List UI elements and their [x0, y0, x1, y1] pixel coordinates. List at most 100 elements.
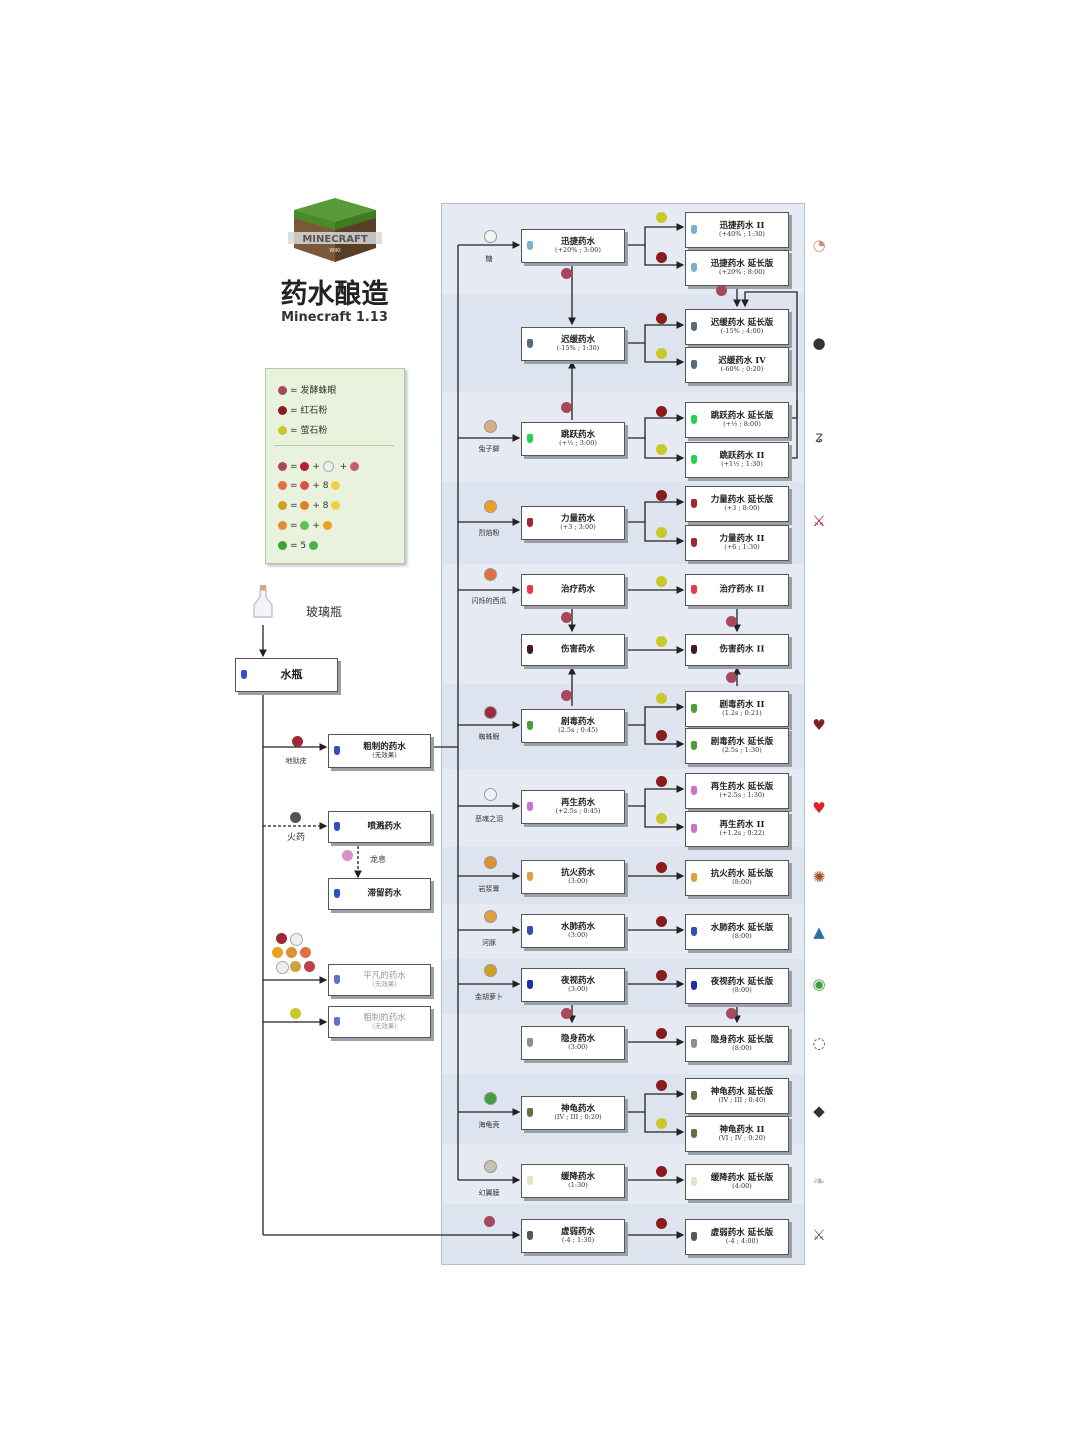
potion-box-regenL[interactable]: 再生药水 延长版(+2.5s ; 1:30) — [685, 773, 789, 809]
redstone-icon — [656, 862, 667, 873]
potion-box-turtle2[interactable]: 神龟药水 II(VI ; IV ; 0:20) — [685, 1116, 789, 1152]
potion-box-harm2[interactable]: 伤害药水 II — [685, 634, 789, 666]
feather-icon: ❧ — [812, 1172, 826, 1190]
potion-desc: (+½ ; 8:00) — [723, 420, 761, 429]
potion-box-invisL[interactable]: 隐身药水 延长版(8:00) — [685, 1026, 789, 1062]
box-text: 治疗药水 II — [700, 584, 784, 595]
potion-box-regen2[interactable]: 再生药水 II(+1.2s ; 0:22) — [685, 811, 789, 847]
redstone-icon — [656, 1218, 667, 1229]
potion-box-fireL[interactable]: 抗火药水 延长版(8:00) — [685, 860, 789, 896]
potion-box-swift2[interactable]: 迅捷药水 II(+40% ; 1:30) — [685, 212, 789, 248]
fermented-eye-icon — [716, 285, 727, 296]
potion-name: 剧毒药水 — [560, 717, 595, 728]
potion-box-slowL[interactable]: 迟缓药水 延长版(-15% ; 4:00) — [685, 309, 789, 345]
potion-name: 神龟药水 延长版 — [710, 1087, 774, 1098]
potion-box-turtle[interactable]: 神龟药水(IV ; III ; 0:20) — [521, 1096, 625, 1130]
potion-name: 再生药水 — [560, 798, 595, 809]
legend-box: = 发酵蛛眼 = 红石粉 = 萤石粉 = + + = + 8 = + 8 = +… — [265, 368, 405, 564]
potion-box-waterL[interactable]: 水肺药水 延长版(8:00) — [685, 914, 789, 950]
potion-box-leap[interactable]: 跳跃药水(+½ ; 3:00) — [521, 422, 625, 456]
legend-label: = 红石粉 — [290, 406, 328, 416]
potion-box-swiftL[interactable]: 迅捷药水 延长版(+20% ; 8:00) — [685, 250, 789, 286]
potion-box-swift[interactable]: 迅捷药水(+20% ; 3:00) — [521, 229, 625, 263]
potion-desc: (+3 ; 8:00) — [724, 504, 760, 513]
potion-box-fire[interactable]: 抗火药水(3:00) — [521, 860, 625, 894]
water-icon: ▲ — [813, 923, 825, 941]
box-text: 剧毒药水(2.5s ; 0:45) — [536, 718, 620, 734]
potion-box-invis[interactable]: 隐身药水(3:00) — [521, 1026, 625, 1060]
potion-name: 抗火药水 — [560, 868, 595, 879]
mundane-potion-box[interactable]: 平凡的药水(无效果) — [328, 964, 431, 996]
water-bottle-box[interactable]: 水瓶 — [235, 658, 338, 692]
potion-bottle-icon — [691, 322, 697, 331]
potion-box-str2[interactable]: 力量药水 II(+6 ; 1:30) — [685, 525, 789, 561]
potion-name: 虚弱药水 — [560, 1227, 595, 1238]
potion-bottle-icon — [691, 873, 697, 882]
potion-desc: (+3 ; 3:00) — [560, 523, 596, 532]
ingredient-dot — [290, 961, 301, 972]
potion-box-pois[interactable]: 剧毒药水(2.5s ; 0:45) — [521, 709, 625, 743]
potion-box-weakL[interactable]: 虚弱药水 延长版(-4 ; 4:00) — [685, 1219, 789, 1255]
golden-carrot-icon — [484, 964, 497, 977]
potion-desc: (+6 ; 1:30) — [724, 543, 760, 552]
potion-box-turtleL[interactable]: 神龟药水 延长版(IV ; III ; 0:40) — [685, 1078, 789, 1114]
potion-bottle-icon — [241, 670, 247, 679]
potion-box-regen[interactable]: 再生药水(+2.5s ; 0:45) — [521, 790, 625, 824]
potion-bottle-icon — [527, 434, 533, 443]
glowstone-icon — [656, 576, 667, 587]
potion-bottle-icon — [527, 872, 533, 881]
potion-box-nightL[interactable]: 夜视药水 延长版(8:00) — [685, 968, 789, 1004]
potion-name: 治疗药水 II — [719, 584, 765, 595]
potion-box-heal2[interactable]: 治疗药水 II — [685, 574, 789, 606]
fermented-eye-icon — [484, 1216, 495, 1227]
potion-bottle-icon — [334, 975, 340, 984]
box-text: 神龟药水 延长版(IV ; III ; 0:40) — [700, 1088, 784, 1104]
invisible-icon: ◌ — [812, 1034, 826, 1052]
potion-desc: (+1.2s ; 0:22) — [719, 829, 765, 838]
potion-box-pois2[interactable]: 剧毒药水 II(1.2s ; 0:21) — [685, 691, 789, 727]
potion-box-leapL[interactable]: 跳跃药水 延长版(+½ ; 8:00) — [685, 402, 789, 438]
potion-name: 粗制的药水 — [363, 1013, 406, 1024]
box-text: 伤害药水 — [536, 645, 620, 655]
potion-box-poisL[interactable]: 剧毒药水 延长版(2.5s ; 1:30) — [685, 728, 789, 764]
potion-box-leap2[interactable]: 跳跃药水 II(+1½ ; 1:30) — [685, 442, 789, 478]
potion-bottle-icon — [527, 1176, 533, 1185]
box-text: 跳跃药水 II(+1½ ; 1:30) — [700, 452, 784, 468]
box-text: 缓降药水 延长版(4:00) — [700, 1174, 784, 1190]
potion-name: 隐身药水 延长版 — [710, 1035, 774, 1046]
thick-potion-box[interactable]: 粗制的药水(无效果) — [328, 1006, 431, 1038]
legend-divider — [274, 445, 394, 446]
mushroom-icon — [350, 462, 360, 471]
awkward-potion-box[interactable]: 粗制的药水(无效果) — [328, 734, 431, 768]
potion-name: 水瓶 — [280, 668, 303, 682]
fermented-eye-icon — [561, 268, 572, 279]
glass-bottle-label: 玻璃瓶 — [306, 605, 343, 619]
potion-box-harm[interactable]: 伤害药水 — [521, 634, 625, 666]
redstone-icon — [656, 776, 667, 787]
potion-box-str[interactable]: 力量药水(+3 ; 3:00) — [521, 506, 625, 540]
lingering-potion-box[interactable]: 滞留药水 — [328, 878, 431, 910]
potion-box-heal[interactable]: 治疗药水 — [521, 574, 625, 606]
potion-box-fallL[interactable]: 缓降药水 延长版(4:00) — [685, 1164, 789, 1200]
potion-box-slow[interactable]: 迟缓药水(-15% ; 1:30) — [521, 327, 625, 361]
potion-bottle-icon — [691, 415, 697, 424]
potion-name: 跳跃药水 II — [719, 451, 765, 462]
potion-name: 治疗药水 — [560, 584, 595, 595]
potion-bottle-icon — [527, 585, 533, 594]
potion-box-strL[interactable]: 力量药水 延长版(+3 ; 8:00) — [685, 486, 789, 522]
splash-potion-box[interactable]: 喷溅药水 — [328, 811, 431, 843]
potion-name: 缓降药水 延长版 — [710, 1173, 774, 1184]
potion-box-night[interactable]: 夜视药水(3:00) — [521, 968, 625, 1002]
legend-label: = 发酵蛛眼 — [290, 386, 337, 396]
potion-box-water[interactable]: 水肺药水(3:00) — [521, 914, 625, 948]
potion-box-weak[interactable]: 虚弱药水(-4 ; 1:30) — [521, 1219, 625, 1253]
ingredient-label: 糖 — [485, 255, 493, 263]
potion-desc: (IV ; III ; 0:20) — [554, 1113, 602, 1122]
recipe-op: + 8 — [312, 481, 329, 491]
potion-name: 力量药水 II — [719, 534, 765, 545]
potion-box-fall[interactable]: 缓降药水(1:30) — [521, 1164, 625, 1198]
recipe-turtle-shell: = 5 — [278, 541, 321, 551]
potion-box-slow4[interactable]: 迟缓药水 IV(-60% ; 0:20) — [685, 347, 789, 383]
recipe-op: + — [312, 521, 320, 531]
